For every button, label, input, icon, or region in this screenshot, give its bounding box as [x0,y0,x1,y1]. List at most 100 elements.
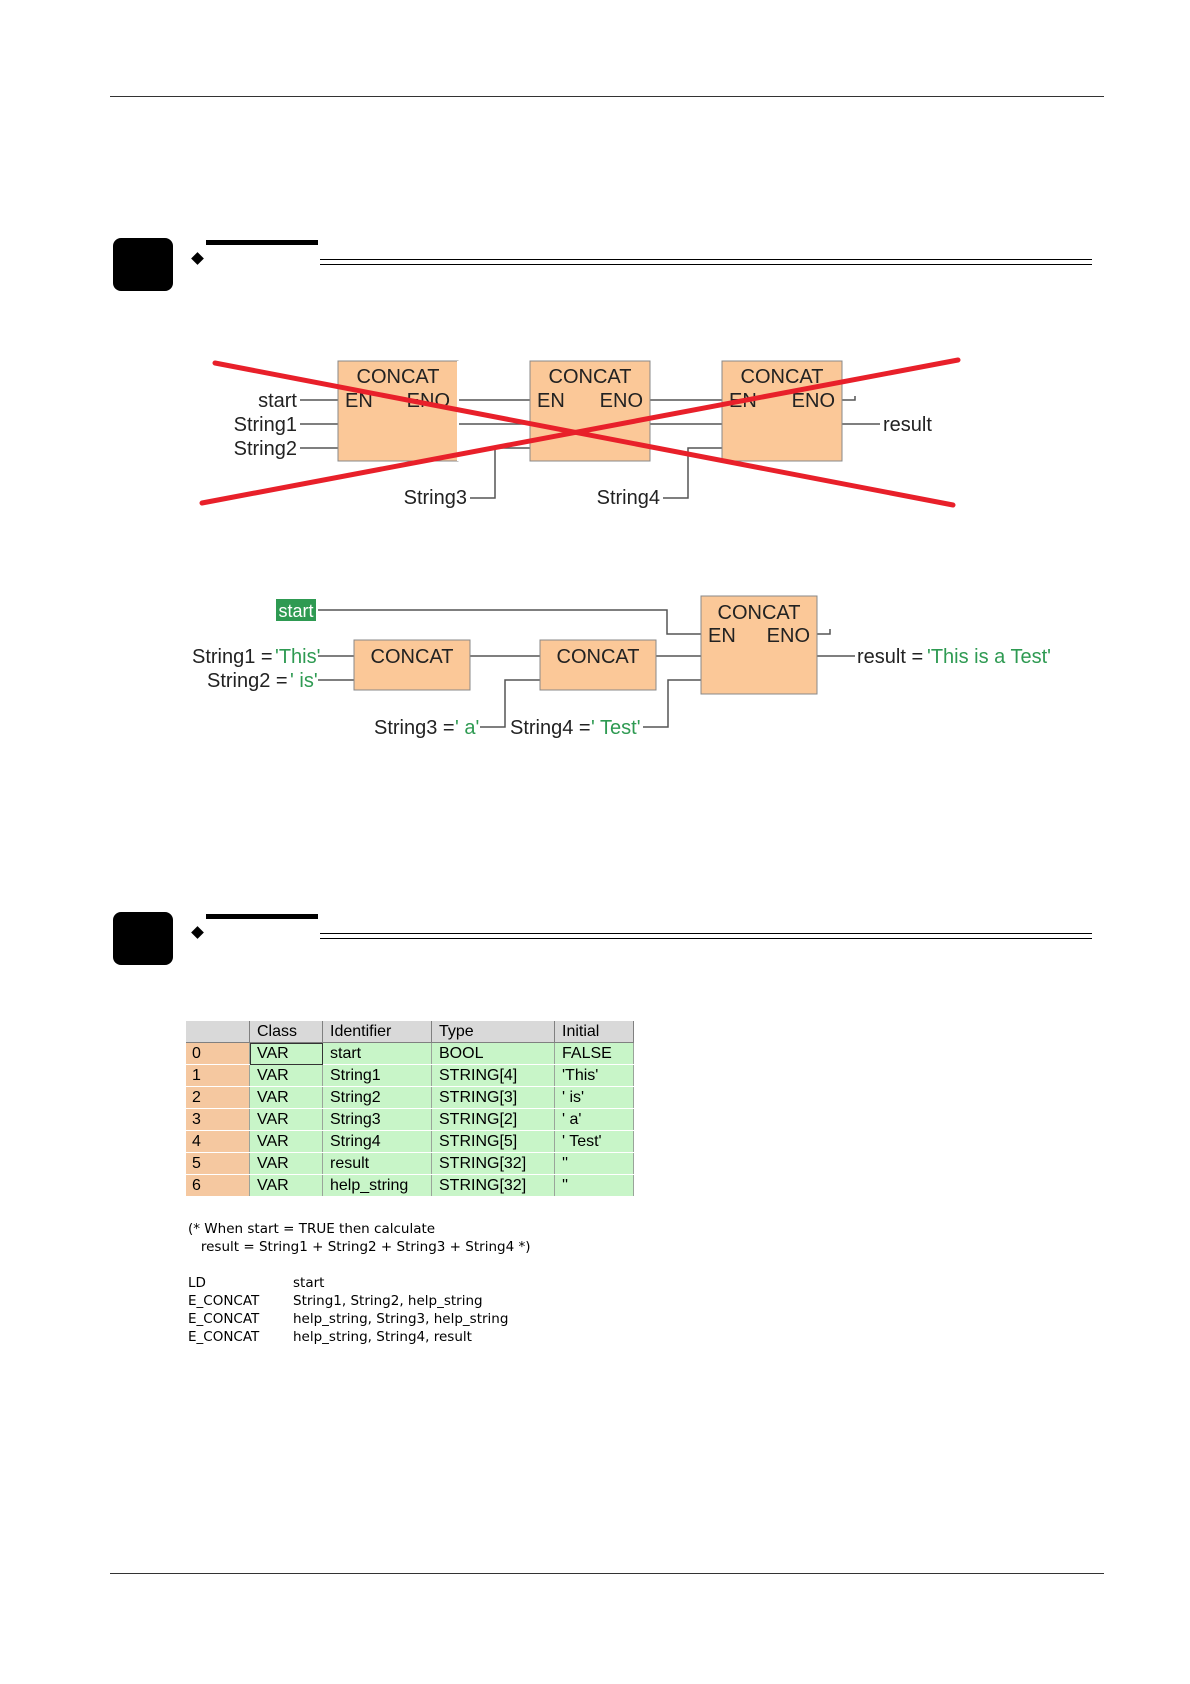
string4-label: String4 = [510,717,591,739]
concat-block-3: CONCAT EN ENO [721,360,843,462]
input-string2: String2 [234,438,297,460]
header-class: Class [249,1021,323,1043]
class-cell[interactable]: VAR [249,1174,323,1197]
class-cell[interactable]: VAR [249,1152,323,1175]
concat-block-1: CONCAT EN ENO [337,360,459,462]
type-cell[interactable]: STRING[32] [431,1152,555,1175]
code-operand: start [293,1275,325,1291]
type-cell[interactable]: STRING[4] [431,1064,555,1087]
class-cell[interactable]: VAR [249,1064,323,1087]
en-pin: EN [537,390,565,412]
concat-block-c: CONCAT EN ENO [700,595,818,695]
code-operator: E_CONCAT [188,1311,260,1327]
initial-cell[interactable]: '' [554,1174,634,1197]
code-operator: E_CONCAT [188,1293,260,1309]
concat-block-2: CONCAT EN ENO [529,360,651,462]
en-pin: EN [708,625,736,647]
string2-label: String2 = [207,670,288,692]
table-header-row: Class Identifier Type Initial [186,1021,634,1043]
class-cell[interactable]: VAR [249,1042,323,1065]
type-cell[interactable]: STRING[32] [431,1174,555,1197]
code-line: E_CONCAT help_string, String3, help_strin… [188,1310,530,1328]
header-initial: Initial [554,1021,634,1043]
string4-value: ' Test' [591,717,641,739]
block-title: CONCAT [718,602,801,624]
table-row[interactable]: 5 VAR result STRING[32] '' [186,1152,634,1175]
row-number: 4 [186,1130,250,1153]
code-operand: help_string, String3, help_string [293,1311,509,1327]
type-cell[interactable]: STRING[3] [431,1086,555,1109]
class-cell[interactable]: VAR [249,1086,323,1109]
identifier-cell[interactable]: String4 [322,1130,432,1153]
eno-pin: ENO [767,625,810,647]
table-row[interactable]: 0 VAR start BOOL FALSE [186,1042,634,1065]
string3-value: ' a' [455,717,479,739]
footer-rule [110,1573,1104,1574]
class-cell[interactable]: VAR [249,1130,323,1153]
string2-value: ' is' [290,670,318,692]
initial-cell[interactable]: ' Test' [554,1130,634,1153]
code-operand: help_string, String4, result [293,1329,472,1345]
variable-declaration-table: Class Identifier Type Initial 0 VAR star… [186,1021,634,1197]
row-number: 2 [186,1086,250,1109]
block-title: CONCAT [549,366,632,388]
il-code-block: (* When start = TRUE then calculate resu… [188,1220,530,1346]
identifier-cell[interactable]: help_string [322,1174,432,1197]
fbd-correct-diagram: start String1 = 'This' String2 = ' is' S… [192,595,1051,739]
initial-cell[interactable]: FALSE [554,1042,634,1065]
concat-block-b: CONCAT [539,639,657,691]
class-cell[interactable]: VAR [249,1108,323,1131]
header-identifier: Identifier [322,1021,432,1043]
eno-pin: ENO [600,390,643,412]
input-start: start [258,390,297,412]
code-comment: (* When start = TRUE then calculate [188,1221,436,1237]
result-label: result = [857,646,923,668]
string1-label: String1 = [192,646,273,668]
identifier-cell[interactable]: String3 [322,1108,432,1131]
heading-double-line [320,933,1092,939]
input-string4: String4 [597,487,660,509]
table-row[interactable]: 4 VAR String4 STRING[5] ' Test' [186,1130,634,1153]
initial-cell[interactable]: 'This' [554,1064,634,1087]
code-spacer [188,1256,530,1274]
identifier-cell[interactable]: String2 [322,1086,432,1109]
row-number: 1 [186,1064,250,1087]
block-title: CONCAT [741,366,824,388]
string1-value: 'This' [275,646,320,668]
code-operand: String1, String2, help_string [293,1293,483,1309]
table-row[interactable]: 3 VAR String3 STRING[2] ' a' [186,1108,634,1131]
cross-out-x-icon [199,357,961,508]
table-row[interactable]: 1 VAR String1 STRING[4] 'This' [186,1064,634,1087]
block-title: CONCAT [357,366,440,388]
code-line: E_CONCAT String1, String2, help_string [188,1292,530,1310]
initial-cell[interactable]: '' [554,1152,634,1175]
result-value: 'This is a Test' [927,646,1051,668]
input-string3: String3 [404,487,467,509]
type-cell[interactable]: STRING[5] [431,1130,555,1153]
identifier-cell[interactable]: result [322,1152,432,1175]
code-line: E_CONCAT help_string, String4, result [188,1328,530,1346]
row-number: 6 [186,1174,250,1197]
eno-pin: ENO [792,390,835,412]
initial-cell[interactable]: ' is' [554,1086,634,1109]
code-operator: E_CONCAT [188,1329,260,1345]
concat-block-a: CONCAT [353,639,471,691]
type-cell[interactable]: STRING[2] [431,1108,555,1131]
header-type: Type [431,1021,555,1043]
table-row[interactable]: 6 VAR help_string STRING[32] '' [186,1174,634,1197]
heading-bar [206,914,318,919]
identifier-cell[interactable]: String1 [322,1064,432,1087]
code-comment: result = String1 + String2 + String3 + S… [188,1239,531,1255]
start-contact-label: start [278,601,313,621]
header-rownum [186,1021,250,1043]
header-rule [110,96,1104,97]
table-row[interactable]: 2 VAR String2 STRING[3] ' is' [186,1086,634,1109]
en-pin: EN [345,390,373,412]
initial-cell[interactable]: ' a' [554,1108,634,1131]
identifier-cell[interactable]: start [322,1042,432,1065]
type-cell[interactable]: BOOL [431,1042,555,1065]
input-string1: String1 [234,414,297,436]
bullet-diamond-icon [191,926,204,939]
row-number: 5 [186,1152,250,1175]
